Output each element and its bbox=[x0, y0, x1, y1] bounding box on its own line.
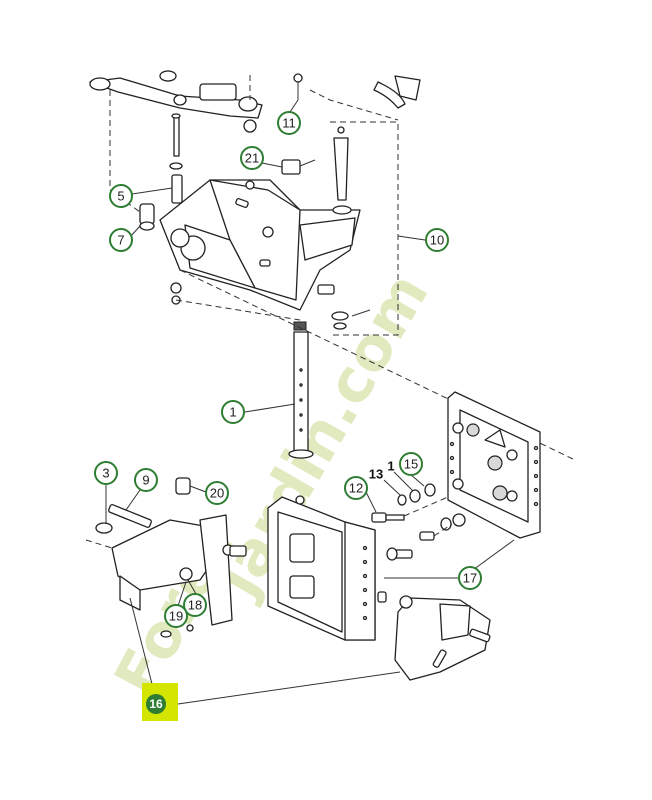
svg-text:16: 16 bbox=[149, 697, 163, 711]
callout-19: 19 bbox=[164, 581, 188, 628]
right-hitch bbox=[394, 595, 491, 681]
svg-text:3: 3 bbox=[102, 466, 109, 481]
bolt-stack bbox=[169, 113, 183, 305]
center-housing bbox=[267, 495, 413, 641]
svg-text:15: 15 bbox=[404, 457, 418, 472]
bracket-21 bbox=[281, 159, 316, 175]
callout-20: 20 bbox=[189, 481, 229, 505]
svg-text:12: 12 bbox=[349, 481, 363, 496]
svg-text:5: 5 bbox=[117, 189, 124, 204]
callout-11: 11 bbox=[277, 99, 301, 135]
callout-21: 21 bbox=[240, 146, 283, 170]
callout-17: 17 bbox=[458, 566, 482, 590]
svg-text:17: 17 bbox=[463, 571, 477, 586]
mounting-frame bbox=[159, 179, 361, 311]
svg-text:10: 10 bbox=[430, 233, 444, 248]
post-shaft bbox=[288, 321, 314, 459]
spacer-and-nut bbox=[139, 203, 155, 231]
svg-text:9: 9 bbox=[142, 473, 149, 488]
callout-7: 7 bbox=[109, 225, 141, 252]
callout-12: 12 bbox=[344, 476, 377, 513]
callout-15: 15 bbox=[399, 452, 425, 487]
svg-text:19: 19 bbox=[169, 609, 183, 624]
callout-9: 9 bbox=[125, 468, 158, 511]
pivot-pin bbox=[331, 126, 371, 330]
top-linkage-parts bbox=[89, 70, 421, 133]
bolt-set bbox=[371, 483, 466, 541]
svg-text:18: 18 bbox=[188, 598, 202, 613]
label-13: 13 bbox=[369, 467, 401, 496]
mounting-plate bbox=[447, 391, 541, 539]
svg-text:13: 13 bbox=[369, 467, 383, 482]
svg-text:7: 7 bbox=[117, 233, 124, 248]
label-1: 1 bbox=[387, 459, 414, 492]
svg-text:11: 11 bbox=[282, 116, 296, 131]
callout-18: 18 bbox=[183, 579, 207, 617]
svg-text:1: 1 bbox=[229, 405, 236, 420]
callout-5: 5 bbox=[109, 184, 173, 208]
left-hitch bbox=[95, 477, 247, 638]
callout-3: 3 bbox=[94, 461, 118, 524]
svg-text:1: 1 bbox=[387, 459, 394, 474]
callout-10: 10 bbox=[425, 228, 449, 252]
callout-16-highlight: 16 bbox=[142, 683, 178, 721]
svg-text:20: 20 bbox=[210, 486, 224, 501]
svg-text:21: 21 bbox=[245, 151, 259, 166]
callout-1: 1 bbox=[221, 400, 245, 424]
